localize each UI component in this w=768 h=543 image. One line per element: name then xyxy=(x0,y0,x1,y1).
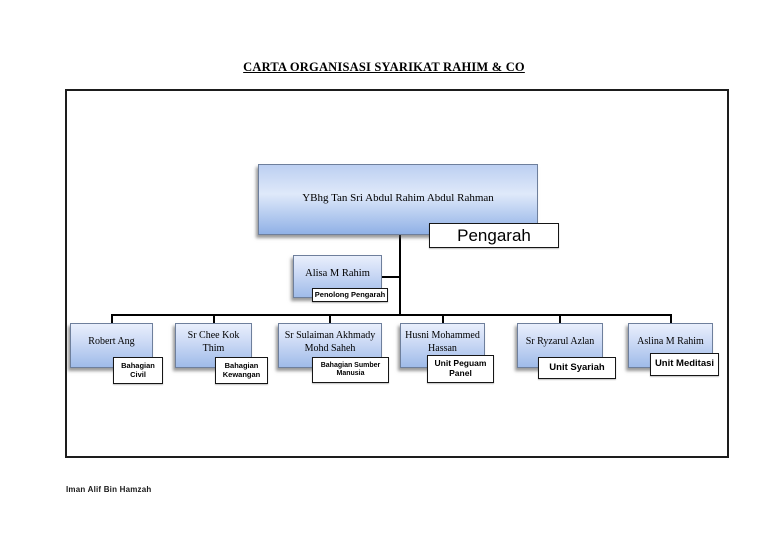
assistant-name: Alisa M Rahim xyxy=(305,267,370,279)
connector-assistant-horizontal xyxy=(382,276,400,278)
connector-stub-4 xyxy=(442,314,444,324)
chart-frame xyxy=(65,89,729,458)
dept-name: Sr Sulaiman Akhmady Mohd Saheh xyxy=(284,330,376,354)
connector-stub-2 xyxy=(213,314,215,324)
page-title: CARTA ORGANISASI SYARIKAT RAHIM & CO xyxy=(243,60,525,74)
dept-name: Sr Chee Kok Thim xyxy=(187,330,240,354)
dept-name: Sr Ryzarul Azlan xyxy=(525,336,595,348)
connector-director-vertical xyxy=(399,234,401,315)
connector-stub-6 xyxy=(670,314,672,324)
dept-role-tag-peguam-panel: Unit Peguam Panel xyxy=(427,355,494,383)
dept-role-tag-syariah: Unit Syariah xyxy=(538,357,616,379)
dept-role-tag-kewangan: Bahagian Kewangan xyxy=(215,357,268,384)
dept-node-syariah: Sr Ryzarul Azlan xyxy=(517,323,603,368)
director-role-tag: Pengarah xyxy=(429,223,559,248)
footer-author: Iman Alif Bin Hamzah xyxy=(66,485,152,494)
director-name: YBhg Tan Sri Abdul Rahim Abdul Rahman xyxy=(302,191,494,204)
dept-role-tag-sumber-manusia: Bahagian Sumber Manusia xyxy=(312,357,389,383)
connector-row-horizontal xyxy=(111,314,672,316)
connector-stub-1 xyxy=(111,314,113,324)
dept-name: Husni Mohammed Hassan xyxy=(405,330,480,354)
assistant-role-tag: Penolong Pengarah xyxy=(312,288,388,302)
dept-name: Aslina M Rahim xyxy=(637,336,704,348)
connector-stub-5 xyxy=(559,314,561,324)
dept-name: Robert Ang xyxy=(88,336,135,348)
dept-role-tag-meditasi: Unit Meditasi xyxy=(650,353,719,376)
dept-role-tag-civil: Bahagian Civil xyxy=(113,357,163,384)
connector-stub-3 xyxy=(329,314,331,324)
